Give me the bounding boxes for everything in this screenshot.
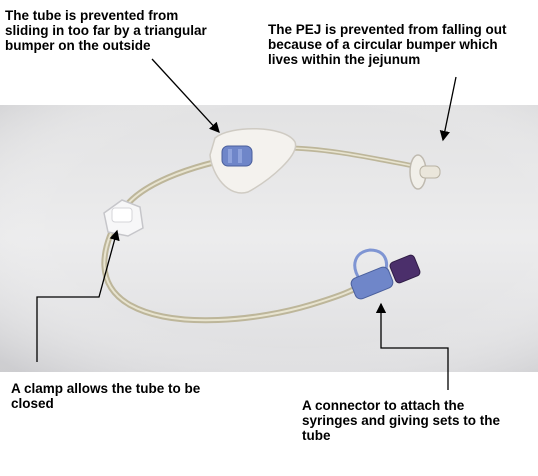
arrow-to-connector <box>375 302 449 390</box>
arrow-to-triangular-bumper <box>151 58 220 133</box>
pej-tube-photo <box>0 105 538 372</box>
circular-bumper-label: The PEJ is prevented from falling out be… <box>268 22 507 67</box>
connector-body <box>350 266 394 300</box>
clamp-label: A clamp allows the tube to be closed <box>11 381 201 411</box>
triangular-bumper-label: The tube is prevented from sliding in to… <box>5 8 207 53</box>
connector-cap <box>389 254 421 284</box>
arrow-to-clamp <box>36 229 120 362</box>
arrow-to-circular-bumper <box>439 76 457 142</box>
connector-label: A connector to attach the syringes and g… <box>302 398 501 443</box>
triangular-bumper <box>209 128 297 194</box>
